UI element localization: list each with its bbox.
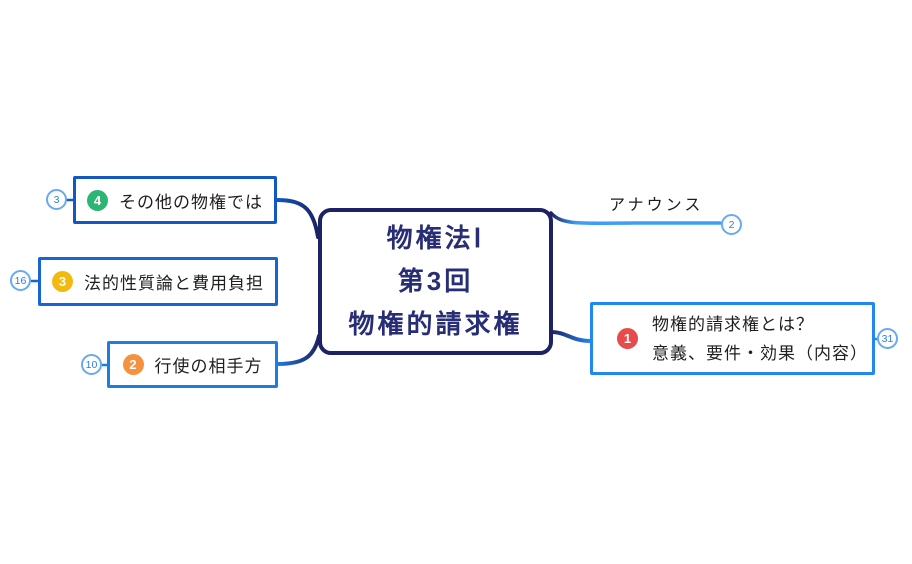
child-count-badge[interactable]: 2 (721, 214, 742, 235)
child-count-badge[interactable]: 16 (10, 270, 31, 291)
central-topic-line: 物権法Ⅰ (386, 223, 485, 253)
branch-label-announce[interactable]: アナウンス (609, 197, 704, 214)
priority-badge: 4 (87, 189, 108, 211)
priority-badge: 2 (122, 354, 144, 375)
priority-badge: 1 (617, 328, 638, 349)
branch-node-other-real-rights[interactable]: 4 その他の物権では (73, 176, 277, 224)
branch-node-label: 行使の相手方 (154, 357, 263, 376)
central-topic-node[interactable]: 物権法Ⅰ 第3回 物権的請求権 (318, 208, 553, 355)
branch-node-text-block: 物権的請求権とは？ 意義、要件・効果（内容） (652, 310, 868, 368)
connector-left-bottom (275, 334, 321, 366)
branch-node-label: その他の物権では (119, 192, 263, 212)
priority-badge: 3 (52, 271, 73, 292)
branch-node-label: 法的性質論と費用負担 (84, 274, 264, 293)
central-topic-line: 物権的請求権 (348, 309, 523, 339)
branch-node-counterparty[interactable]: 2 行使の相手方 (107, 341, 278, 388)
branch-node-claim-definition[interactable]: 1 物権的請求権とは？ 意義、要件・効果（内容） (590, 302, 875, 375)
branch-node-label: 意義、要件・効果（内容） (652, 343, 868, 363)
child-count-badge[interactable]: 3 (46, 189, 67, 210)
branch-node-legal-nature[interactable]: 3 法的性質論と費用負担 (38, 257, 278, 306)
connector-right (549, 330, 593, 343)
branch-node-label: 物権的請求権とは？ (652, 314, 814, 334)
central-topic-line: 第3回 (397, 266, 474, 296)
connector-announce (549, 211, 722, 226)
child-count-badge[interactable]: 10 (81, 354, 102, 375)
connector-left-top (274, 198, 320, 239)
child-count-badge[interactable]: 31 (877, 328, 898, 349)
